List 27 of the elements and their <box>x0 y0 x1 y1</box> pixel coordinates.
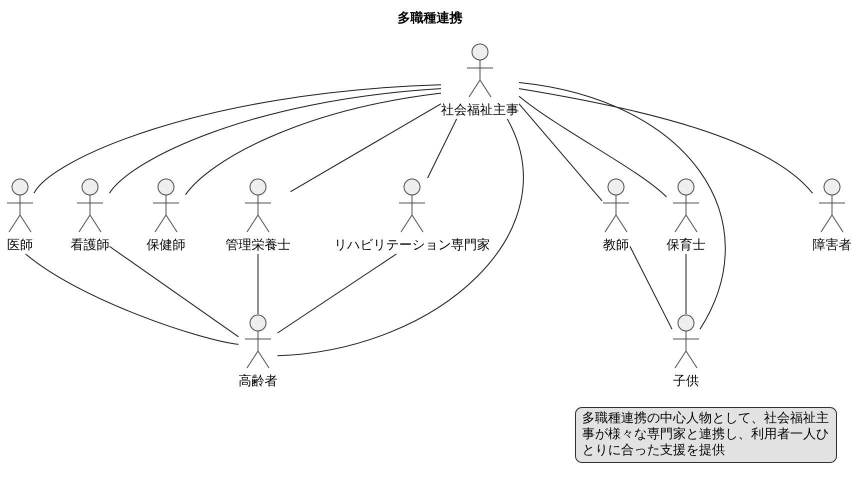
connector-line <box>427 118 458 178</box>
actor-name: 医師 <box>7 237 33 254</box>
connector-line <box>109 246 239 338</box>
actor-name: 教師 <box>603 237 629 254</box>
connector-line <box>277 118 524 356</box>
note: 多職種連携の中心人物として、社会福祉主事が様々な専門家と連携し、利用者一人ひとりに合った支援を提供 <box>575 407 837 463</box>
actor-name: 高齢者 <box>238 373 278 390</box>
actor-name: 社会福祉主事 <box>441 102 519 119</box>
actor-name: 看護師 <box>70 237 110 254</box>
actor-name: 管理栄養士 <box>226 237 290 254</box>
connector-line <box>518 96 667 198</box>
connector-line <box>518 82 726 330</box>
connector-line <box>34 84 442 194</box>
connector-line <box>518 103 602 202</box>
connector-line <box>290 103 442 192</box>
connector-line <box>109 88 442 194</box>
actor-name: 保育士 <box>666 237 706 254</box>
actor-name: 保健師 <box>146 237 186 254</box>
diagram-title: 多職種連携 <box>396 10 464 27</box>
connector-line <box>25 254 239 345</box>
actor-name: 障害者 <box>812 237 852 254</box>
connector-line <box>185 92 442 196</box>
connector-line <box>518 88 813 194</box>
connector-line <box>630 246 672 330</box>
actor-name: リハビリテーション専門家 <box>334 237 490 254</box>
actor-name: 子供 <box>673 373 699 390</box>
connector-line <box>277 254 397 334</box>
